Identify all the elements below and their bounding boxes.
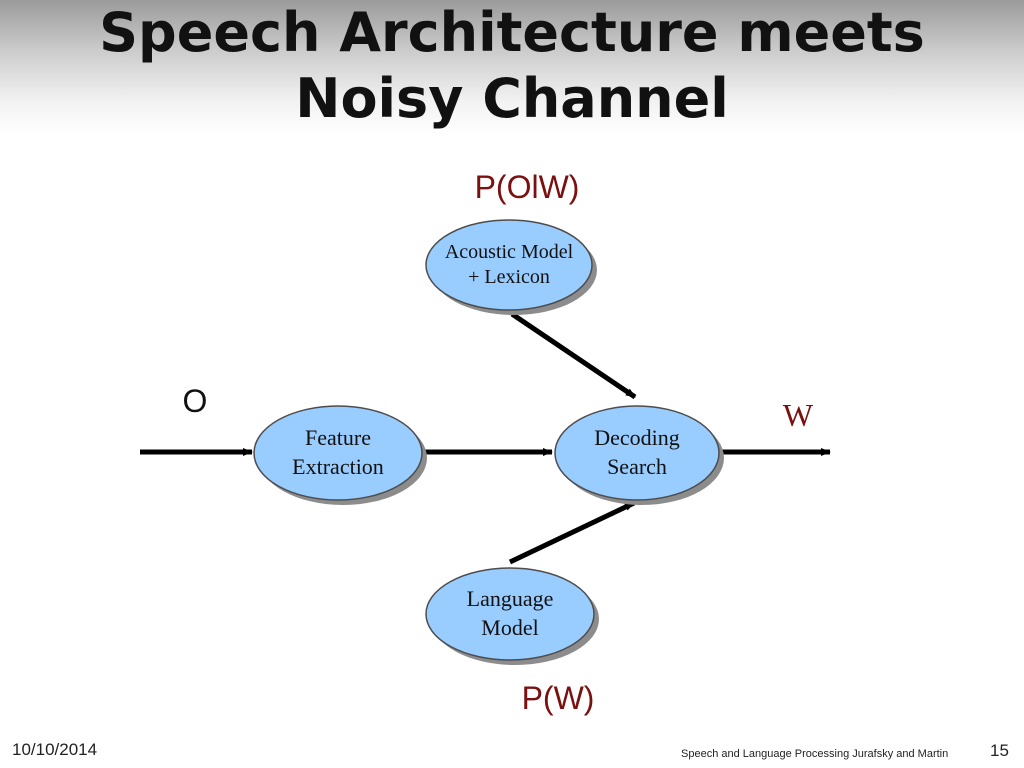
arrow-acoustic-to-decoding <box>510 311 637 400</box>
title-line-1: Speech Architecture meets <box>99 1 925 64</box>
acoustic-model-node: Acoustic Model + Lexicon <box>425 219 597 315</box>
output-w-label: W <box>783 397 814 433</box>
input-o-label: O <box>183 383 208 419</box>
feature-extraction-label-1: Feature <box>305 425 371 450</box>
language-model-node: Language Model <box>425 567 599 665</box>
decoding-search-label-2: Search <box>607 454 667 479</box>
feature-extraction-node: Feature Extraction <box>253 405 427 505</box>
slide-number: 15 <box>990 741 1009 760</box>
title-line-2: Noisy Channel <box>295 67 729 130</box>
decoding-search-node: Decoding Search <box>554 405 724 505</box>
language-model-label-2: Model <box>481 615 538 640</box>
p-w-label: P(W) <box>522 680 595 716</box>
footer-credit: Speech and Language Processing Jurafsky … <box>681 748 949 760</box>
arrow-language-to-decoding <box>508 500 636 565</box>
slide-title: Speech Architecture meets Noisy Channel <box>0 0 1024 132</box>
feature-extraction-label-2: Extraction <box>292 454 384 479</box>
title-band <box>0 0 1024 135</box>
decoding-search-label-1: Decoding <box>594 425 680 450</box>
p-o-given-w-label: P(OlW) <box>475 169 580 205</box>
footer-date: 10/10/2014 <box>12 740 98 759</box>
language-model-label-1: Language <box>467 586 554 611</box>
acoustic-model-label-2: + Lexicon <box>468 266 550 288</box>
acoustic-model-label-1: Acoustic Model <box>445 241 574 263</box>
